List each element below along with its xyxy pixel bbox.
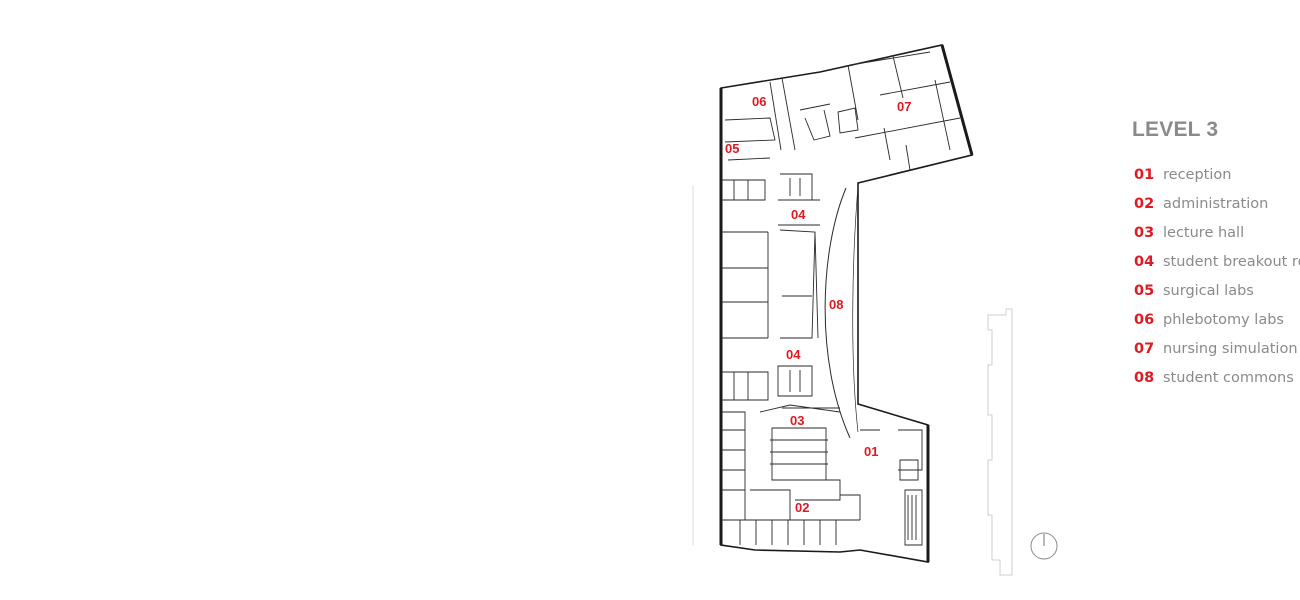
legend-label: student commons	[1163, 370, 1294, 386]
room-label-05: 05	[725, 141, 739, 156]
legend-label: surgical labs	[1163, 283, 1254, 299]
room-legend: 01 reception 02 administration 03 lecture h…	[1134, 165, 1300, 397]
legend-item: 08 student commons	[1134, 368, 1300, 397]
interior-walls	[721, 51, 961, 546]
legend-label: nursing simulation labs	[1163, 341, 1300, 357]
room-label-04-north: 04	[791, 207, 806, 222]
legend-label: lecture hall	[1163, 225, 1245, 241]
legend-code: 03	[1134, 225, 1155, 241]
legend-code: 04	[1134, 254, 1155, 270]
legend-title: LEVEL 3	[1132, 118, 1219, 141]
legend-item: 03 lecture hall	[1134, 223, 1300, 252]
legend-label: phlebotomy labs	[1163, 312, 1284, 328]
legend-code: 07	[1134, 341, 1155, 357]
legend-item: 02 administration	[1134, 194, 1300, 223]
room-label-07: 07	[897, 99, 911, 114]
legend-item: 01 reception	[1134, 165, 1300, 194]
legend-code: 05	[1134, 283, 1155, 299]
adjacent-building	[987, 308, 1013, 576]
legend-label: reception	[1163, 167, 1232, 183]
legend-label: student breakout rooms	[1163, 254, 1300, 270]
legend-item: 07 nursing simulation labs	[1134, 339, 1300, 368]
legend-code: 01	[1134, 167, 1155, 183]
legend-item: 06 phlebotomy labs	[1134, 310, 1300, 339]
legend-code: 06	[1134, 312, 1155, 328]
north-arrow-icon	[1030, 532, 1058, 560]
legend-code: 08	[1134, 370, 1155, 386]
room-label-08: 08	[829, 297, 843, 312]
building-outline	[692, 44, 974, 563]
legend-item: 05 surgical labs	[1134, 281, 1300, 310]
room-label-01: 01	[864, 444, 878, 459]
room-label-02: 02	[795, 500, 809, 515]
room-label-04-south: 04	[786, 347, 801, 362]
room-labels: 06 07 05 04 08 04 03 01 02	[725, 94, 911, 515]
legend-item: 04 student breakout rooms	[1134, 252, 1300, 281]
room-label-03: 03	[790, 413, 804, 428]
room-label-06: 06	[752, 94, 766, 109]
legend-label: administration	[1163, 196, 1269, 212]
legend-code: 02	[1134, 196, 1155, 212]
